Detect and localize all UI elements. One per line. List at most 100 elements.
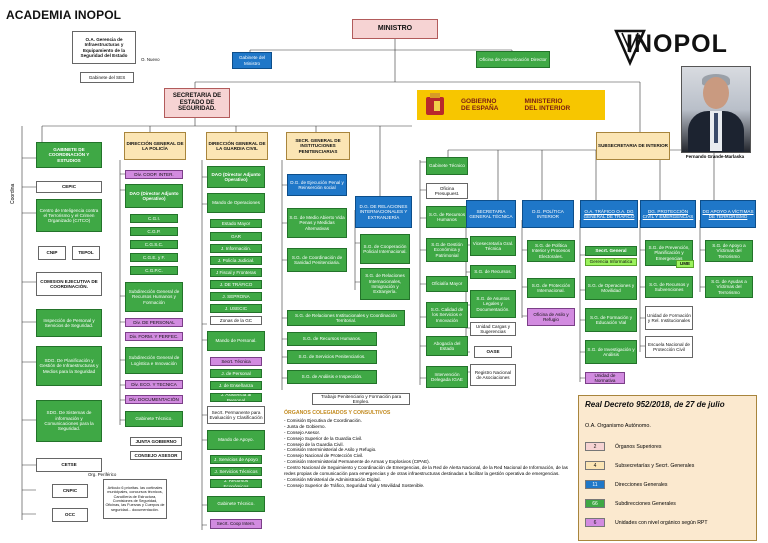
secretaria-general-tecnica-box[interactable]: SECRETARIA GENERAL TÉCNICA	[466, 200, 516, 228]
oficina-comunicacion-box[interactable]: Oficina de comunicación Director	[476, 51, 550, 68]
j-fiscal-box[interactable]: J Fiscal y Fronteras	[210, 268, 262, 277]
j-personal-box[interactable]: J. de Personal	[210, 369, 262, 378]
j-seprona-box[interactable]: J. SEPRONA	[210, 292, 262, 301]
cnpic-box[interactable]: CNPIC	[52, 484, 88, 498]
j-asistencia-box[interactable]: J. Asistencia al Personal	[210, 393, 262, 402]
dg-ejecucion-penal-box[interactable]: D.G. de Ejecución Penal y Reinserción so…	[287, 174, 347, 196]
sg-relaciones-internacionales-box[interactable]: S.G. de Relaciones Internacionales, Inmi…	[360, 268, 410, 300]
mando-operaciones-box[interactable]: Mando de Operaciones	[207, 193, 265, 213]
sg-recursos-subvenciones-box[interactable]: S.G. de Recursos y Subvenciones	[645, 276, 693, 298]
gar-box[interactable]: GAR	[210, 232, 262, 241]
gabinete-tecnico-box[interactable]: Gabinete Técnico	[426, 157, 468, 175]
j-trafico-box[interactable]: J. DE TRÁFICO	[210, 280, 262, 289]
cgeyf-box[interactable]: C.G.E. y F.	[130, 253, 178, 262]
junta-gobierno-box[interactable]: JUNTA GOBIERNO	[130, 437, 182, 446]
subsecretaria-box[interactable]: SUBSECRETARIA DE INTERIOR	[596, 132, 670, 160]
div-formacion-box[interactable]: Div. FORM. Y PERFEC.	[125, 332, 183, 341]
sg-medio-abierto-box[interactable]: S.G. de Medio Abierto Vida Penas y Medid…	[287, 208, 347, 238]
j-ensenanza-box[interactable]: J. de Enseñanza	[210, 381, 262, 390]
consejo-asesor-box[interactable]: CONSEJO ASESOR	[130, 451, 182, 460]
j-recursos-economicos-box[interactable]: J. Recursos Económicos	[210, 479, 262, 488]
estado-mayor-box[interactable]: Estado Mayor	[210, 219, 262, 228]
unidad-cargas-box[interactable]: Unidad Cargas y Sugerencias	[470, 322, 516, 336]
dg-politica-interior-box[interactable]: D.G. POLÍTICA INTERIOR	[522, 200, 574, 228]
sg-servicios-penitenciarios-box[interactable]: S.G. de Servicios Penitenciarios.	[287, 350, 377, 364]
div-coop-inter-box[interactable]: Div. COOP. INTER.	[125, 170, 183, 179]
trabajo-penitenciario-box[interactable]: Trabajo Penitenciario y Formación para E…	[312, 393, 410, 405]
sg-gestion-economica-box[interactable]: S.G.de Gestión Económica y Patrimonial	[426, 238, 468, 262]
sg-instituciones-penitenciarias-box[interactable]: SECR. GENERAL DE INSTITUCIONES PENITENCI…	[286, 132, 350, 160]
gab-coordinacion-box[interactable]: GABINETE DE COORDINACIÓN Y ESTUDIOS	[36, 142, 102, 168]
tepol-box[interactable]: TEPOL	[72, 246, 100, 260]
ses-box[interactable]: SECRETARIA DE ESTADO DE SEGURIDAD.	[164, 88, 230, 118]
j-usecic-box[interactable]: J. USECIC	[210, 304, 262, 313]
unidad-formacion-box[interactable]: Unidad de Formación y Rel. Institucional…	[645, 306, 693, 330]
abogacia-estado-box[interactable]: Abogacía del Estado	[426, 336, 468, 356]
j-informacion-box[interactable]: J. Información.	[210, 244, 262, 253]
sg-ayudas-victimas-box[interactable]: S.G. de Ayudas a Víctimas del Terrorismo	[705, 276, 753, 298]
sg-coordinacion-sanidad-box[interactable]: S.G. de Coordinación de Sanidad Penitenc…	[287, 248, 347, 272]
gab-tecnico-gc-box[interactable]: Gabinete Técnico.	[207, 496, 265, 512]
escuela-nacional-box[interactable]: Escuela Nacional de Protección Civil	[645, 336, 693, 358]
sg-operaciones-box[interactable]: S.G. de Operaciones y Movilidad	[585, 276, 637, 300]
secr-permanente-box[interactable]: Secrt. Permanente para Evaluación y Clas…	[207, 406, 265, 424]
unidad-normativa-box[interactable]: Unidad de Normativa	[585, 372, 625, 384]
sdg-logistica-box[interactable]: Subdirección General de Logística e Inno…	[125, 347, 183, 374]
cgi-box[interactable]: C.G.I.	[130, 214, 178, 223]
sdg-rrhh-policia-box[interactable]: Subdirección General de Recursos Humanos…	[125, 282, 183, 312]
dg-apoyo-victimas-box[interactable]: DG APOYO A VÍCTIMAS DE TERRORISMO	[700, 200, 756, 228]
secr-tecnica-box[interactable]: Secrt. Técnica	[210, 357, 262, 366]
gabinete-ses-box[interactable]: Gabinete del SES	[80, 72, 134, 83]
dao-policia-box[interactable]: DAO (Director Adjunto Operativo)	[125, 184, 183, 208]
sg-asuntos-legales-box[interactable]: S.G. de Asuntos Legales y Documentación.	[470, 290, 516, 318]
cnip-box[interactable]: CNIP	[38, 246, 66, 260]
dao-gc-box[interactable]: DAO (Director Adjunto Operativo)	[207, 166, 265, 188]
sg-relaciones-institucionales-box[interactable]: S.G. de Relaciones Institucionales y Coo…	[287, 310, 405, 326]
j-servicios-apoyo-box[interactable]: J. Servicios de Apoyo	[210, 455, 262, 464]
dg-guardia-civil-box[interactable]: DIRECCIÓN GENERAL DE LA GUARDIA CIVIL	[206, 132, 268, 160]
oficina-asilo-box[interactable]: Oficina de Asilo y Refugio	[527, 308, 575, 326]
sg-calidad-box[interactable]: S.G. Calidad de los Servicios e Innovaci…	[426, 302, 468, 328]
dg-policia-box[interactable]: DIRECCIÓN GENERAL DE LA POLICÍA	[124, 132, 186, 160]
occ-box[interactable]: OCC	[52, 508, 88, 522]
comision-ejecutiva-box[interactable]: COMISION EJECUTIVA DE COORDINACIÓN.	[36, 272, 102, 296]
dg-proteccion-civil-box[interactable]: DG. PROTECCIÓN CIVIL Y EMERGENCIAS	[640, 200, 696, 228]
oase-box[interactable]: OASE	[474, 346, 512, 358]
cepic-box[interactable]: CEPIC	[36, 181, 102, 193]
oficialia-mayor-box[interactable]: Oficialía Mayor	[426, 276, 468, 292]
dg-trafico-box[interactable]: O.A. TRÁFICO O.A. DG GENERAL DE TRÁFICO	[580, 200, 638, 228]
inspeccion-box[interactable]: Inspección de Personal y Servicios de Se…	[36, 309, 102, 337]
secr-coop-box[interactable]: Secrt. Coop Intern.	[210, 519, 262, 529]
oficina-presupuestaria-box[interactable]: Oficina Presupuest.	[426, 183, 468, 199]
sg-investigacion-box[interactable]: S.G. de Investigación y Análisis	[585, 340, 637, 364]
cetse-box[interactable]: CETSE	[36, 458, 102, 472]
ministro-box[interactable]: MINISTRO	[352, 19, 438, 39]
cgp-box[interactable]: C.G.P.	[130, 227, 178, 236]
gerencia-informatica-box[interactable]: Gerencia Informatica	[585, 258, 637, 266]
sdg-planificacion-box[interactable]: SDG. De Planificación y Gestión de Infra…	[36, 346, 102, 386]
sg-cooperacion-policial-box[interactable]: S.G. de Cooperación Policial Internacion…	[360, 234, 410, 264]
cgsc-box[interactable]: C.G.S.C.	[130, 240, 178, 249]
ume-box[interactable]: UME	[676, 260, 694, 268]
registro-asociaciones-box[interactable]: Registro Nacional de Asociaciones	[470, 364, 516, 386]
sg-recursos-humanos-ip-box[interactable]: S.G. de Recursos Humanos.	[287, 332, 377, 346]
mando-personal-box[interactable]: Mando de Personal.	[207, 331, 265, 351]
j-servicios-tecnicos-box[interactable]: J. Servicios Técnicos	[210, 467, 262, 476]
sg-politica-interior-box[interactable]: S.G. de Política Interior y Procesos Ele…	[527, 240, 575, 262]
div-personal-box[interactable]: Div. DE PERSONAL	[125, 318, 183, 327]
secr-general-trafico-box[interactable]: Secrt. General	[585, 246, 637, 256]
intervencion-delegada-box[interactable]: Intervención Delegada IGAE	[426, 366, 468, 388]
sg-recursos-box[interactable]: S.G. de Recursos.	[470, 265, 516, 279]
cgpc-box[interactable]: C.G.P.C.	[130, 266, 178, 275]
sg-formacion-vial-box[interactable]: S.G. de Formación y Educación Vial	[585, 308, 637, 332]
gab-tecnico-policia-box[interactable]: Gabinete Técnico.	[125, 411, 183, 427]
citco-box[interactable]: Centro de Inteligencia contra el Terrori…	[36, 199, 102, 232]
div-economica-box[interactable]: Div. ECO. Y TECNICA	[125, 380, 183, 389]
sg-apoyo-victimas-box[interactable]: S.G. de Apoyo a Víctimas del Terrorismo	[705, 240, 753, 262]
sdg-sistemas-box[interactable]: SDG. De Sistemas de información y Comuni…	[36, 400, 102, 442]
mando-apoyo-box[interactable]: Mando de Apoyo.	[207, 430, 265, 450]
zonas-gc-box[interactable]: Zonas de la GC	[210, 316, 262, 325]
oa-infraestructuras-box[interactable]: O.A. Gerencia de Infraestructuras y Equi…	[72, 31, 136, 64]
gabinete-ministro-box[interactable]: Gabinete del Ministro	[232, 52, 272, 69]
j-policia-judicial-box[interactable]: J. Policía Judicial.	[210, 256, 262, 265]
